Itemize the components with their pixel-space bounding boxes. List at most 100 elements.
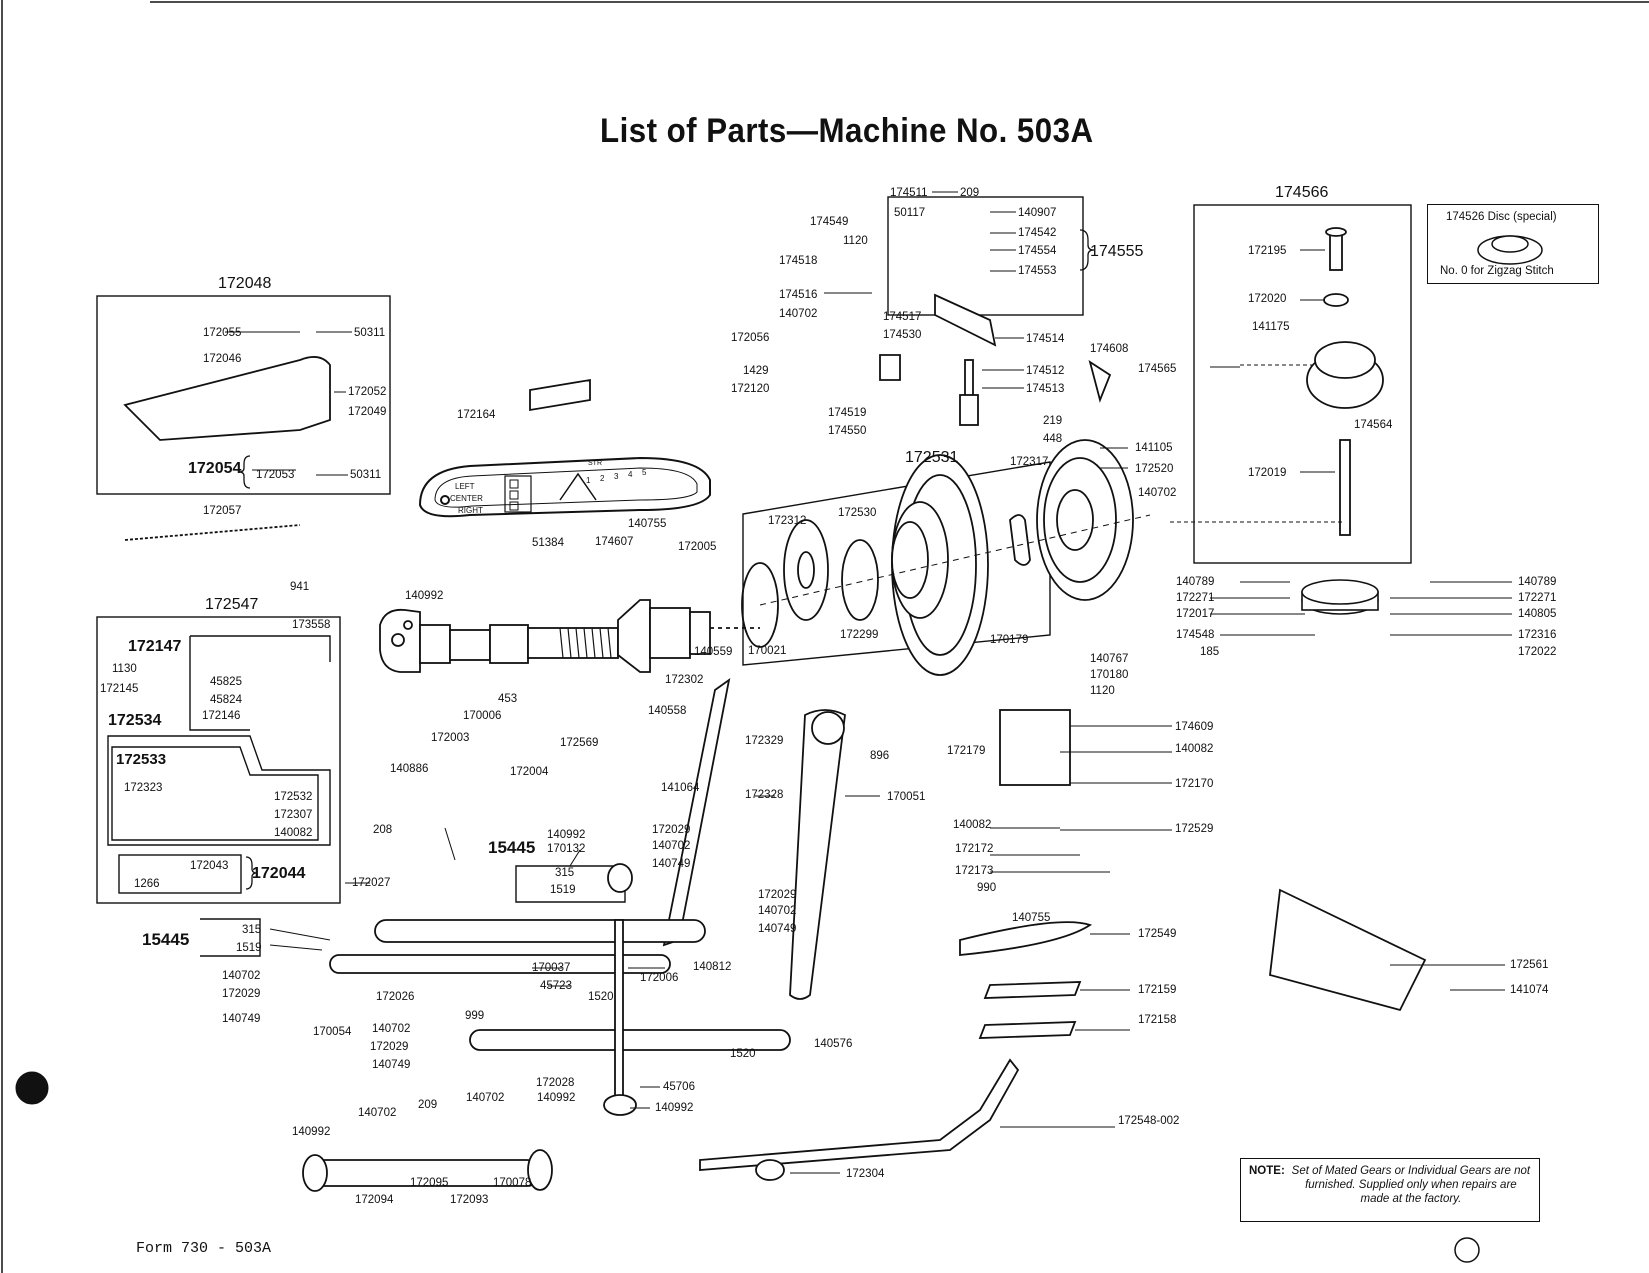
part-label: 172006 (640, 972, 678, 984)
form-code: Form 730 - 503A (136, 1240, 272, 1257)
part-label: 172529 (1175, 823, 1213, 835)
part-label: 172159 (1138, 984, 1176, 996)
part-label: 453 (498, 693, 517, 705)
part-label: 172146 (202, 710, 240, 722)
part-label: 174516 (779, 289, 817, 301)
part-label: 170179 (990, 634, 1028, 646)
part-label: 172027 (352, 877, 390, 889)
selector-str: STR (588, 460, 602, 467)
braces (238, 229, 1095, 890)
part-label: 209 (418, 1099, 437, 1111)
part-label: 174530 (883, 329, 921, 341)
group-label-15445-upper: 15445 (488, 838, 535, 857)
gear-note-box: NOTE: Set of Mated Gears or Individual G… (1240, 1158, 1540, 1222)
cam-base-assembly (1301, 579, 1379, 615)
pulley-group (741, 439, 1151, 676)
part-label: 172029 (758, 889, 796, 901)
part-label: 172271 (1518, 592, 1556, 604)
part-label: 999 (465, 1010, 484, 1022)
part-label: 140082 (953, 819, 991, 831)
group-label-174555: 174555 (1090, 243, 1143, 260)
selector-num-2: 2 (600, 474, 605, 483)
part-label: 140702 (222, 970, 260, 982)
part-label: 45824 (210, 694, 243, 706)
part-label: 172095 (410, 1177, 448, 1189)
selector-num-5: 5 (642, 468, 647, 477)
part-label: 172520 (1135, 463, 1173, 475)
part-label: 172316 (1518, 629, 1556, 641)
part-label: 174564 (1354, 419, 1393, 431)
part-label: 172052 (348, 386, 386, 398)
part-label: 140749 (758, 923, 796, 935)
part-label: 1520 (588, 991, 614, 1003)
part-label: 50311 (350, 469, 381, 481)
part-label: 172548-002 (1118, 1115, 1179, 1127)
part-label: 140702 (758, 905, 796, 917)
group-label-172533: 172533 (116, 751, 166, 768)
brace-172044 (245, 856, 258, 890)
box-172533 (111, 746, 319, 841)
part-label: 172195 (1248, 245, 1286, 257)
part-label: 140558 (648, 705, 686, 717)
part-label: 140749 (222, 1013, 260, 1025)
leader-lines (225, 191, 1512, 1174)
part-label: 140767 (1090, 653, 1128, 665)
part-label: 172017 (1176, 608, 1214, 620)
part-label: 172172 (955, 843, 993, 855)
part-label: 140749 (372, 1059, 410, 1071)
group-label-172054: 172054 (188, 460, 241, 477)
part-label: 208 (373, 824, 392, 836)
part-label: 170037 (532, 962, 570, 974)
box-172044 (118, 854, 242, 894)
part-label: 140702 (372, 1023, 410, 1035)
part-label: 172302 (665, 674, 703, 686)
part-label: 896 (870, 750, 889, 762)
part-label: 140886 (390, 763, 428, 775)
disc-note-box: 174526 Disc (special) No. 0 for Zigzag S… (1427, 204, 1599, 284)
part-label: 174548 (1176, 629, 1214, 641)
part-label: 140992 (537, 1092, 575, 1104)
part-label: 140082 (274, 827, 312, 839)
part-label: 172093 (450, 1194, 488, 1206)
part-label: 140702 (652, 840, 690, 852)
selector-num-4: 4 (628, 470, 633, 479)
part-label: 50311 (354, 327, 385, 339)
part-label: 172549 (1138, 928, 1176, 940)
part-label: 140702 (779, 308, 817, 320)
selector-left: LEFT (455, 482, 475, 491)
group-label-172048: 172048 (218, 275, 271, 292)
brace-174555 (1079, 229, 1095, 271)
part-label: 172004 (510, 766, 549, 778)
part-label: 172057 (203, 505, 241, 517)
part-label: 50117 (894, 207, 925, 219)
group-labels: 172048 172054 172547 172147 172534 17253… (108, 184, 1328, 949)
part-label: 51384 (532, 537, 565, 549)
part-label: 140702 (358, 1107, 396, 1119)
part-label: 172029 (652, 824, 690, 836)
part-label: 140992 (292, 1126, 330, 1138)
part-label: 174609 (1175, 721, 1213, 733)
part-label: 990 (977, 882, 996, 894)
part-label: 174565 (1138, 363, 1176, 375)
part-label: 172530 (838, 507, 876, 519)
part-label: 174553 (1018, 265, 1056, 277)
group-label-15445-lower: 15445 (142, 930, 189, 949)
part-label: 172120 (731, 383, 769, 395)
part-label: 172329 (745, 735, 783, 747)
part-label: 45723 (540, 980, 572, 992)
part-label: 170180 (1090, 669, 1128, 681)
part-label: 172020 (1248, 293, 1286, 305)
part-label: 174550 (828, 425, 866, 437)
part-label: 172532 (274, 791, 312, 803)
stitch-selector-plate: LEFT CENTER RIGHT STR 1 2 3 4 5 (418, 456, 711, 518)
part-label: 172029 (370, 1041, 408, 1053)
part-label: 172028 (536, 1077, 574, 1089)
part-label: 174513 (1026, 383, 1064, 395)
part-label: 174608 (1090, 343, 1128, 355)
part-label: 1519 (550, 884, 576, 896)
part-label: 174519 (828, 407, 866, 419)
part-label: 174512 (1026, 365, 1064, 377)
